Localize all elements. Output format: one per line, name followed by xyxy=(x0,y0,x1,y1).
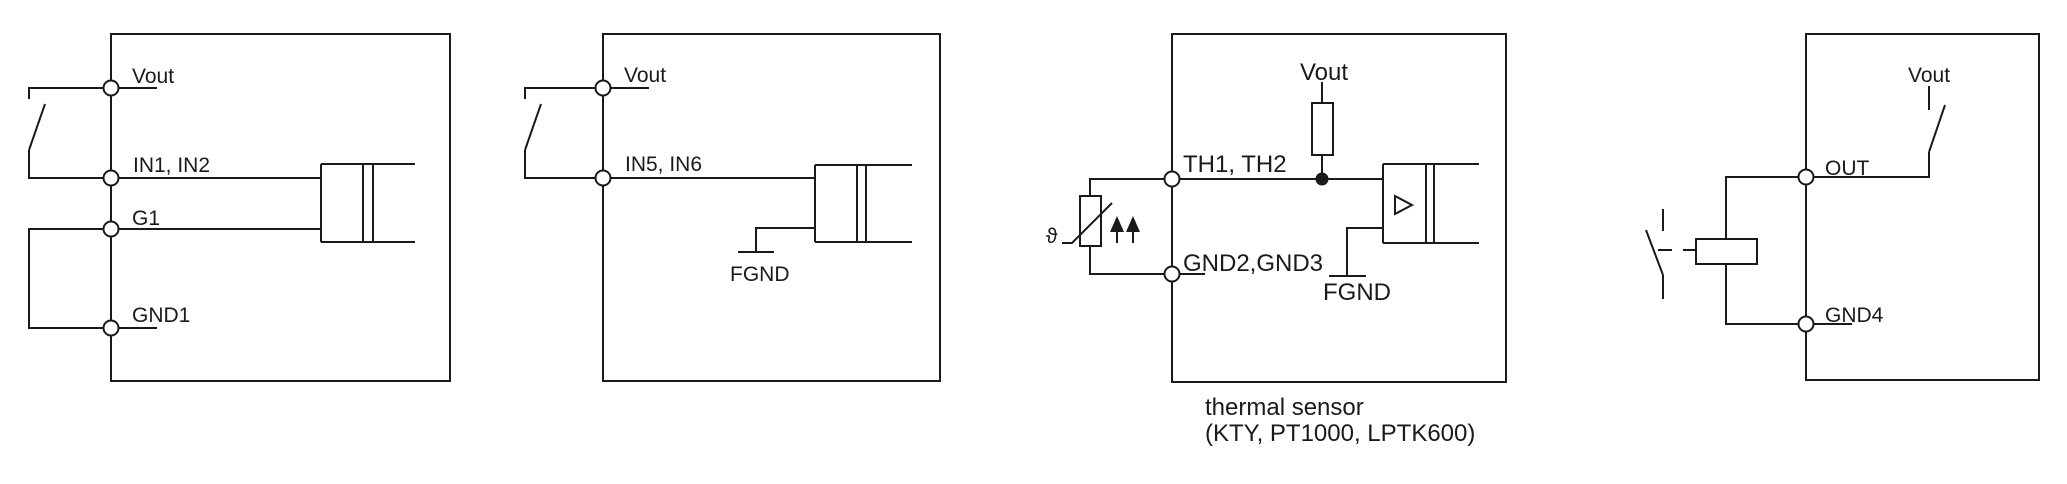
label-out: OUT xyxy=(1825,157,1870,180)
amp-triangle-icon xyxy=(1394,194,1415,216)
label-gnd1: GND1 xyxy=(132,304,190,327)
thermistor-body xyxy=(1079,195,1102,247)
label-gnd4: GND4 xyxy=(1825,304,1884,327)
terminal-g1 xyxy=(102,220,120,238)
switch-upper-lead xyxy=(524,87,603,99)
switch-upper-lead xyxy=(28,87,111,99)
switch-lower-lead xyxy=(28,150,111,179)
coil-upper-wire xyxy=(1725,176,1806,239)
switch-lower-lead xyxy=(524,150,603,179)
terminal-in5-in6 xyxy=(594,169,612,187)
label-in1-in2: IN1, IN2 xyxy=(133,154,210,177)
label-gnd2-gnd3: GND2,GND3 xyxy=(1183,250,1323,277)
surge-arrows-icon xyxy=(1110,216,1140,243)
terminal-gnd2-gnd3 xyxy=(1163,265,1181,283)
ground-symbol xyxy=(738,227,815,253)
resistor-symbol xyxy=(1311,102,1334,156)
label-vout: Vout xyxy=(1908,64,1950,87)
switch-symbol xyxy=(524,87,603,179)
terminal-in1-in2 xyxy=(102,169,120,187)
label-vout: Vout xyxy=(624,64,666,87)
out-wire xyxy=(1806,152,1930,178)
amplifier-symbol xyxy=(1382,163,1479,244)
coil-lower-wire xyxy=(1725,264,1806,325)
arrow-head-2 xyxy=(1126,216,1140,232)
terminal-gnd1 xyxy=(102,319,120,337)
fgnd-wire xyxy=(1346,227,1383,276)
caption-line-2: (KTY, PT1000, LPTK600) xyxy=(1205,420,1475,447)
junction-dot xyxy=(1315,172,1329,186)
optocoupler-symbol xyxy=(320,163,415,243)
switch-symbol xyxy=(28,87,111,179)
switch-blade xyxy=(524,103,542,151)
relay-contact-symbol xyxy=(1645,209,1664,299)
optocoupler-symbol xyxy=(814,164,912,243)
device-box xyxy=(1805,33,2040,381)
diagram-digital-input-in1-in2: Vout IN1, IN2 G1 GND1 xyxy=(28,33,451,382)
device-box xyxy=(602,33,941,382)
diagram-thermal-sensor-input: Vout TH1, TH2 GND2,GND3 FGND ϑ thermal s… xyxy=(1046,33,1507,447)
terminal-vout xyxy=(102,79,120,97)
diagram-digital-input-in5-in6: Vout IN5, IN6 FGND xyxy=(524,33,941,382)
output-switch-symbol xyxy=(1806,86,1946,178)
switch-blade xyxy=(1928,104,1946,153)
device-box xyxy=(1171,33,1507,383)
label-fgnd: FGND xyxy=(730,263,790,286)
thermistor-symbol xyxy=(1062,178,1172,275)
terminal-gnd4 xyxy=(1797,315,1815,333)
arrow-head-1 xyxy=(1110,216,1124,232)
device-box xyxy=(110,33,451,382)
thermistor-upper-wire xyxy=(1089,178,1172,196)
label-th1-th2: TH1, TH2 xyxy=(1183,151,1287,178)
coil-body xyxy=(1695,238,1758,265)
thermistor-lower-wire xyxy=(1089,246,1172,275)
terminal-th1-th2 xyxy=(1163,170,1181,188)
label-vout: Vout xyxy=(132,65,174,88)
relay-coil-symbol xyxy=(1695,176,1806,325)
terminal-vout xyxy=(594,79,612,97)
contact-blade xyxy=(1645,229,1664,276)
fgnd-wire xyxy=(755,227,815,252)
switch-blade xyxy=(28,103,46,151)
g1-gnd1-strap xyxy=(28,228,111,329)
theta-symbol: ϑ xyxy=(1046,225,1058,248)
thermistor-diagonal xyxy=(1062,202,1113,244)
ground-symbol xyxy=(1329,227,1383,277)
diagram-relay-output: Vout OUT GND4 xyxy=(1645,33,2040,381)
caption-line-1: thermal sensor xyxy=(1205,394,1364,421)
label-fgnd: FGND xyxy=(1323,279,1391,306)
label-in5-in6: IN5, IN6 xyxy=(625,153,702,176)
terminal-out xyxy=(1797,168,1815,186)
label-vout: Vout xyxy=(1300,59,1348,86)
label-g1: G1 xyxy=(132,207,160,230)
